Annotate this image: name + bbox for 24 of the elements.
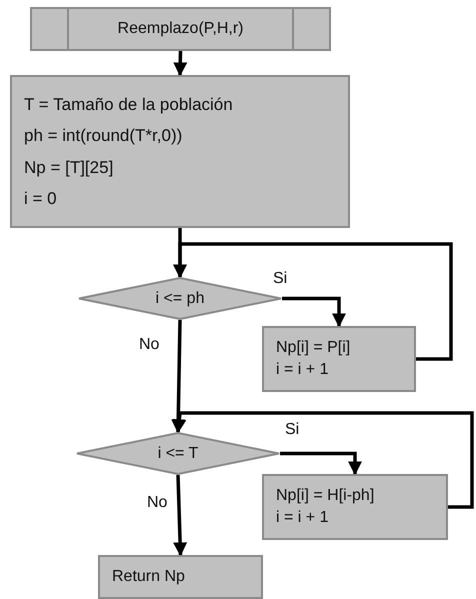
step-text: Reemplazo(P,H,r) <box>118 18 244 39</box>
step-text: i <= ph <box>156 290 204 308</box>
step-text: Return Np <box>112 566 185 587</box>
step-text: ph = int(round(T*r,0)) <box>24 125 182 148</box>
process-box <box>98 555 263 599</box>
step-text: i = i + 1 <box>276 360 328 380</box>
step-text: i = i + 1 <box>276 508 328 528</box>
process-box <box>10 75 350 228</box>
step-text: i = 0 <box>24 188 57 210</box>
step-text: T = Tamaño de la población <box>24 94 233 116</box>
decision-diamond <box>76 432 280 475</box>
flow-arrow <box>173 474 188 556</box>
flow-arrow <box>172 411 474 509</box>
subroutine-box <box>30 7 331 51</box>
process-box <box>262 474 448 540</box>
flow-arrow <box>173 50 188 76</box>
step-text: i <= T <box>158 444 198 462</box>
step-text: Np[i] = P[i] <box>276 338 350 358</box>
flow-arrow <box>280 452 362 476</box>
flow-arrow <box>173 242 453 361</box>
step-text: Np[i] = H[i-ph] <box>276 486 374 506</box>
step-text: Np = [T][25] <box>24 156 114 179</box>
flow-arrow <box>282 296 346 328</box>
process-box <box>262 326 416 392</box>
